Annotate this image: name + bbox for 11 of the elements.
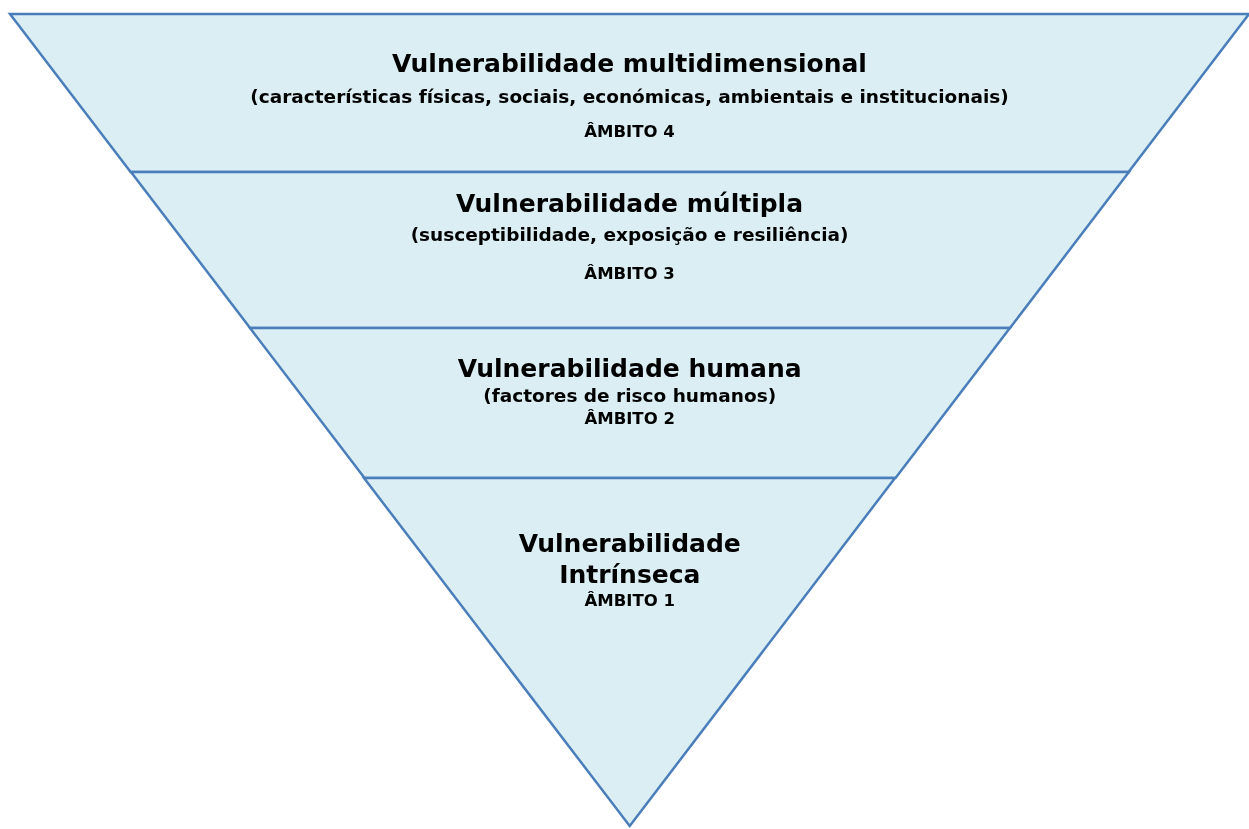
band-title: Vulnerabilidade Intrínseca bbox=[517, 528, 742, 590]
scope-label: ÂMBITO 4 bbox=[584, 121, 675, 143]
scope-label: ÂMBITO 3 bbox=[584, 263, 675, 285]
scope-label: ÂMBITO 2 bbox=[584, 408, 675, 430]
band-title: Vulnerabilidade humana bbox=[457, 353, 802, 384]
band-title: Vulnerabilidade múltipla bbox=[456, 188, 804, 219]
band-title: Vulnerabilidade multidimensional bbox=[392, 48, 867, 79]
band-description: (susceptibilidade, exposição e resiliência) bbox=[410, 223, 849, 247]
band-description: (factores de risco humanos) bbox=[483, 384, 777, 408]
scope-label: ÂMBITO 1 bbox=[584, 590, 675, 612]
band-description: (características físicas, sociais, económicas, ambientais e institucionais) bbox=[250, 85, 1009, 109]
